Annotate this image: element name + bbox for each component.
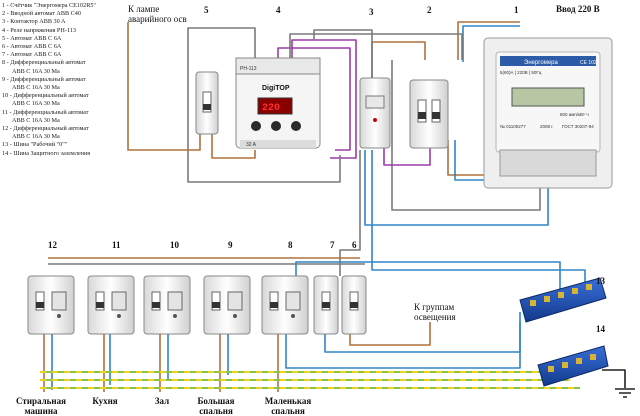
wire-lighting-2: [324, 322, 521, 353]
label-8: 8: [288, 240, 293, 250]
room-big-line2: спальня: [199, 406, 233, 416]
label-13: 13: [596, 276, 605, 286]
label-2: 2: [427, 5, 432, 15]
wire-lamp: [127, 22, 201, 151]
legend-line: 8 - Дифференциальный автомат: [2, 59, 86, 67]
label-4: 4: [276, 5, 281, 15]
wire-breaker-purple: [383, 140, 431, 166]
legend-line: 2 - Вводной автомат ABB C40: [2, 10, 81, 18]
label-11: 11: [112, 240, 121, 250]
legend-line: 10 - Дифференциальный автомат: [2, 92, 89, 100]
legend-line: 1 - Счётчик "Энергомера CE102R5": [2, 2, 96, 9]
meter-serial: № 01100277: [500, 124, 526, 129]
wire-meter-blue-2: [364, 150, 549, 226]
legend-line: 12 - Дифференциальный автомат: [2, 125, 89, 133]
rcbo-9: [203, 275, 251, 335]
label-12: 12: [48, 240, 57, 250]
label-3: 3: [369, 7, 374, 17]
room-small-line1: Маленькая: [264, 396, 312, 406]
label-9: 9: [228, 240, 233, 250]
wire-neutral-13: [51, 312, 521, 390]
wire-feed-gray: [339, 150, 361, 276]
label-14: 14: [596, 324, 605, 334]
breaker-5: [195, 71, 219, 135]
wire-neutral-13b: [295, 261, 561, 290]
breaker-6: [341, 275, 367, 335]
relay-model: РН-113: [240, 66, 257, 72]
room-small-line2: спальня: [271, 406, 305, 416]
rcbo-12: [27, 275, 75, 335]
legend-line: ABB C 16A 30 Ма: [12, 133, 60, 141]
rcbo-11: [87, 275, 135, 335]
legend-line: 9 - Дифференциальный автомат: [2, 75, 86, 83]
meter-rate: 800 имп/кВт·ч: [560, 112, 589, 117]
ground-bus-bar: [537, 345, 609, 387]
wire-relay-purple-1: [277, 47, 351, 151]
main-breaker: [409, 79, 449, 149]
room-washer: Стиральная машина: [6, 396, 76, 416]
wire-lighting: [349, 322, 431, 346]
wire-input-brown: [457, 21, 520, 60]
wire-meter-gray: [391, 60, 541, 211]
legend: 1 - Счётчик "Энергомера CE102R5" 2 - Вво…: [2, 2, 162, 158]
room-kitchen: Кухня: [92, 396, 118, 406]
wire-gray-top: [289, 33, 463, 60]
legend-line: 7 - Автомат ABB C 6A: [2, 51, 62, 59]
wire-ground-out: [602, 369, 626, 388]
room-washer-line2: машина: [24, 406, 58, 416]
ground-symbol: [615, 388, 635, 398]
input-label: Ввод 220 В: [556, 4, 600, 14]
room-small-bedroom: Маленькая спальня: [250, 396, 326, 416]
ground-wires: [40, 371, 580, 389]
legend-line: ABB C 16A 30 Ма: [12, 67, 60, 75]
neutral-bus-bar: [519, 277, 607, 323]
label-10: 10: [170, 240, 179, 250]
room-big-bedroom: Большая спальня: [186, 396, 246, 416]
room-big-line1: Большая: [197, 396, 235, 406]
lighting-label: К группам освещения: [414, 302, 456, 322]
breaker-7: [313, 275, 339, 335]
electricity-meter: [483, 37, 613, 189]
legend-line: 11 - Дифференциальный автомат: [2, 108, 89, 116]
wire-input-blue: [462, 25, 520, 62]
legend-line: 14 - Шина Защитного заземления: [2, 149, 91, 157]
rcbo-10: [143, 275, 191, 335]
meter-brand: Энергомера: [524, 60, 558, 66]
legend-line: ABB C 16A 30 Ма: [12, 84, 60, 92]
wire-relay-purple-2: [291, 39, 357, 159]
legend-line: 3 - Контактор ABB 30 A: [2, 18, 66, 26]
wire-gray-left: [187, 27, 341, 183]
label-7: 7: [330, 240, 335, 250]
meter-spec: 5(60)А | 220В | 50Гц: [500, 70, 542, 75]
contactor: [359, 77, 391, 149]
voltage-relay: [235, 57, 321, 149]
label-5: 5: [204, 5, 209, 15]
relay-brand: DigiTOP: [262, 85, 290, 92]
label-6: 6: [352, 240, 357, 250]
room-washer-line1: Стиральная: [16, 396, 66, 406]
legend-line: 6 - Автомат ABB C 6A: [2, 43, 62, 51]
relay-display: 220: [262, 103, 280, 114]
relay-rating: 32 A: [246, 142, 257, 148]
rcbo-8: [261, 275, 309, 335]
label-1: 1: [514, 5, 519, 15]
meter-year: 2008 г.: [540, 124, 554, 129]
legend-line: 13 - Шина "Рабочий "0"": [2, 141, 68, 149]
legend-line: 4 - Реле напряжения РН-113: [2, 26, 76, 34]
wire-breaker-brown: [371, 41, 426, 80]
wires: [43, 21, 626, 392]
meter-model: CE 102: [580, 60, 597, 66]
meter-gost: ГОСТ 30207-94: [562, 124, 594, 129]
wire-lamp-2: [211, 130, 256, 159]
wire-feed-blue: [371, 150, 586, 285]
lamp-label: К лампе аварийного осв: [128, 4, 187, 24]
room-hall: Зал: [154, 396, 170, 406]
legend-line: ABB C 16A 30 Ма: [12, 100, 60, 108]
wire-contactor-gray: [313, 29, 373, 80]
legend-line: 5 - Автомат ABB C 6A: [2, 34, 62, 42]
legend-line: ABB C 16A 30 Ма: [12, 116, 60, 124]
